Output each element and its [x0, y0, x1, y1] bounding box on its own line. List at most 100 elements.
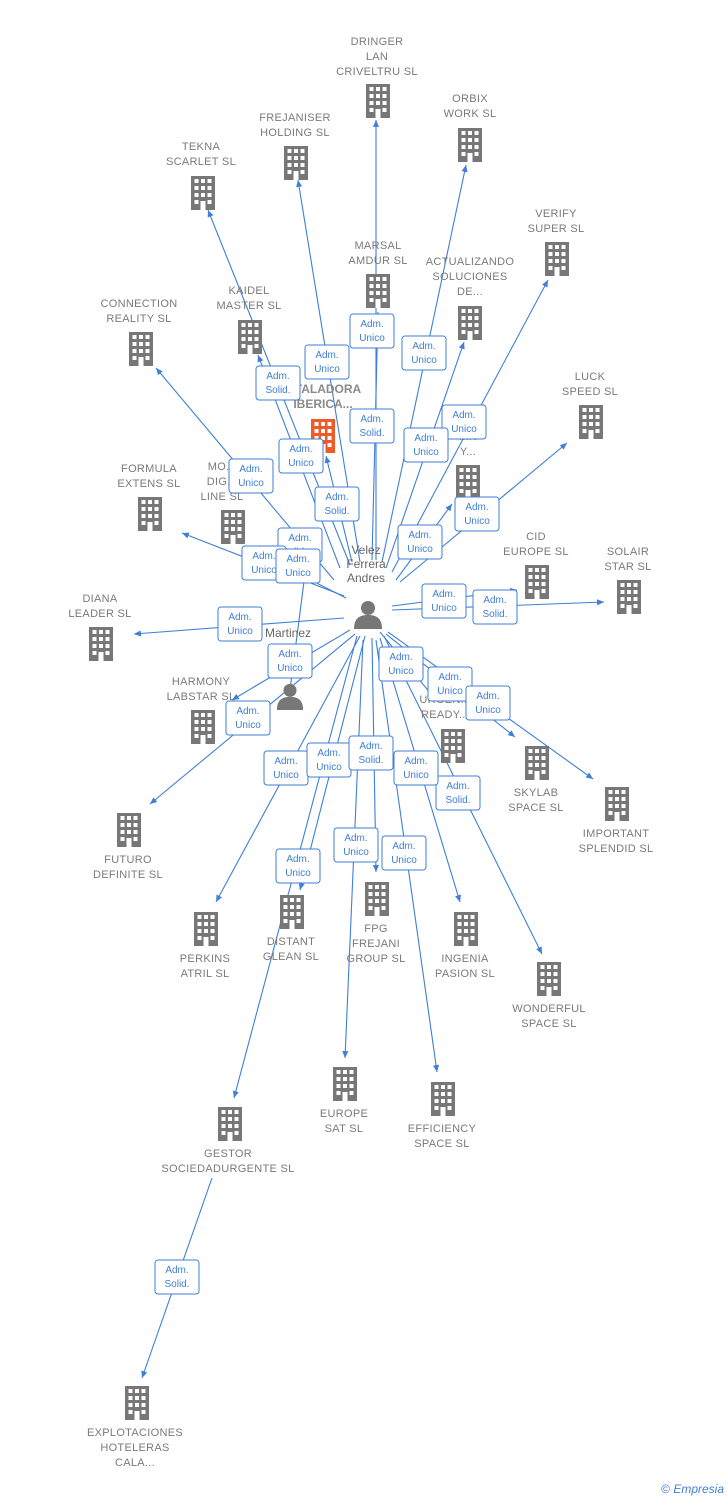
role-badge-text[interactable]: Adm.	[408, 530, 431, 541]
role-badge-box[interactable]	[314, 486, 360, 522]
role-badge[interactable]: Adm.Solid.	[154, 1259, 200, 1295]
role-badge-text[interactable]: Unico	[316, 762, 342, 773]
company-label-line[interactable]: LAN	[366, 51, 388, 63]
role-badge[interactable]: Adm. Unico	[228, 458, 274, 494]
role-badge-text[interactable]: Unico	[238, 478, 264, 489]
company-label-line[interactable]: DEFINITE SL	[93, 869, 163, 881]
role-badge-text[interactable]: Unico	[451, 424, 477, 435]
role-badge[interactable]: Adm. Unico	[441, 404, 487, 440]
role-badge-text[interactable]: Unico	[413, 447, 439, 458]
role-badge-text[interactable]: Adm.	[476, 691, 499, 702]
company-node-harmony[interactable]: HARMONY LABSTAR SL	[167, 676, 236, 744]
role-badge[interactable]: Adm.Solid.	[472, 589, 518, 625]
role-badge-box[interactable]	[401, 335, 447, 371]
role-badge-text[interactable]: Adm.	[286, 854, 309, 865]
building-icon[interactable]	[129, 332, 153, 366]
company-label-line[interactable]: HARMONY	[172, 676, 231, 688]
role-badge-text[interactable]: Unico	[273, 770, 299, 781]
company-label-line[interactable]: CID	[526, 531, 546, 543]
role-badge-text[interactable]: Unico	[464, 516, 490, 527]
building-icon[interactable]	[605, 787, 629, 821]
role-badge-text[interactable]: Solid.	[324, 506, 349, 517]
company-label-line[interactable]: KAIDEL	[229, 285, 270, 297]
role-badge-text[interactable]: Adm.	[288, 533, 311, 544]
role-badge-text[interactable]: Adm.	[236, 706, 259, 717]
role-badge-box[interactable]	[472, 589, 518, 625]
role-badge[interactable]: Adm.Unico	[465, 685, 511, 721]
role-badge-text[interactable]: Adm.	[483, 595, 506, 606]
role-badge-box[interactable]	[465, 685, 511, 721]
role-badge-text[interactable]: Adm.	[359, 741, 382, 752]
role-badge-text[interactable]: Unico	[277, 663, 303, 674]
company-node-yn[interactable]: ...NY...	[456, 431, 480, 499]
role-badge-text[interactable]: Adm.	[325, 492, 348, 503]
company-label-line[interactable]: EFFICIENCY	[408, 1123, 477, 1135]
role-badge-text[interactable]: Unico	[407, 544, 433, 555]
role-badge-text[interactable]: Solid.	[359, 428, 384, 439]
company-label-line[interactable]: PERKINS	[180, 953, 230, 965]
company-label-line[interactable]: MARSAL	[354, 240, 401, 252]
building-icon[interactable]	[456, 465, 480, 499]
building-icon[interactable]	[525, 565, 549, 599]
company-label-line[interactable]: SOCIEDADURGENTE SL	[161, 1163, 294, 1175]
role-badge[interactable]: Adm.Unico	[393, 750, 439, 786]
company-label-line[interactable]: ...TALADORA	[285, 382, 362, 396]
role-badge[interactable]: Adm.Unico	[421, 583, 467, 619]
company-label-line[interactable]: DE...	[457, 286, 483, 298]
role-badge-box[interactable]	[278, 438, 324, 474]
role-badge[interactable]: Adm. Solid.	[348, 735, 394, 771]
role-badge-text[interactable]: Solid.	[445, 795, 470, 806]
building-icon[interactable]	[191, 710, 215, 744]
company-label-line[interactable]: Y...	[460, 446, 476, 458]
role-badge-box[interactable]	[393, 750, 439, 786]
role-badge-text[interactable]: Adm.	[360, 319, 383, 330]
role-badge-text[interactable]: Adm.	[344, 833, 367, 844]
company-label-line[interactable]: LABSTAR SL	[167, 691, 236, 703]
person-icon[interactable]	[276, 683, 304, 710]
building-icon[interactable]	[366, 274, 390, 308]
role-badge-text[interactable]: Adm.	[274, 756, 297, 767]
company-label-line[interactable]: SAT SL	[325, 1123, 364, 1135]
person-label-line[interactable]: Andres	[347, 571, 385, 585]
company-label-line[interactable]: MASTER SL	[216, 300, 281, 312]
role-badge-text[interactable]: Adm.	[438, 672, 461, 683]
role-badge-box[interactable]	[267, 643, 313, 679]
role-badge-box[interactable]	[228, 458, 274, 494]
role-badge-text[interactable]: Solid.	[265, 385, 290, 396]
role-badge-text[interactable]: Adm.	[228, 612, 251, 623]
role-badge-text[interactable]: Unico	[343, 847, 369, 858]
role-badge-text[interactable]: Adm.	[278, 649, 301, 660]
role-badge[interactable]: Adm.Unico	[378, 646, 424, 682]
role-badge[interactable]: Adm.Solid.	[349, 408, 395, 444]
role-badge-text[interactable]: Unico	[288, 458, 314, 469]
company-label-line[interactable]: REALITY SL	[106, 313, 171, 325]
role-badge-text[interactable]: Solid.	[358, 755, 383, 766]
role-badge-box[interactable]	[397, 524, 443, 560]
role-badge-text[interactable]: Adm.	[252, 551, 275, 562]
role-badge-text[interactable]: Adm.	[239, 464, 262, 475]
role-badge-text[interactable]: Unico	[403, 770, 429, 781]
role-badge-box[interactable]	[275, 848, 321, 884]
role-badge[interactable]: Adm. Unico	[263, 750, 309, 786]
role-badge[interactable]: Adm.Solid.	[255, 365, 301, 401]
building-icon[interactable]	[454, 912, 478, 946]
role-badge-box[interactable]	[378, 646, 424, 682]
company-label-line[interactable]: CRIVELTRU SL	[336, 66, 418, 78]
role-badge-box[interactable]	[255, 365, 301, 401]
building-icon[interactable]	[579, 405, 603, 439]
role-badge-box[interactable]	[403, 427, 449, 463]
building-icon[interactable]	[441, 729, 465, 763]
company-label-line[interactable]: CONNECTION	[101, 298, 178, 310]
role-badge-text[interactable]: Adm.	[452, 410, 475, 421]
role-badge-text[interactable]: Adm.	[315, 350, 338, 361]
role-badge-text[interactable]: Unico	[235, 720, 261, 731]
company-label-line[interactable]: INGENIA	[441, 953, 489, 965]
company-label-line[interactable]: DISTANT	[267, 936, 315, 948]
